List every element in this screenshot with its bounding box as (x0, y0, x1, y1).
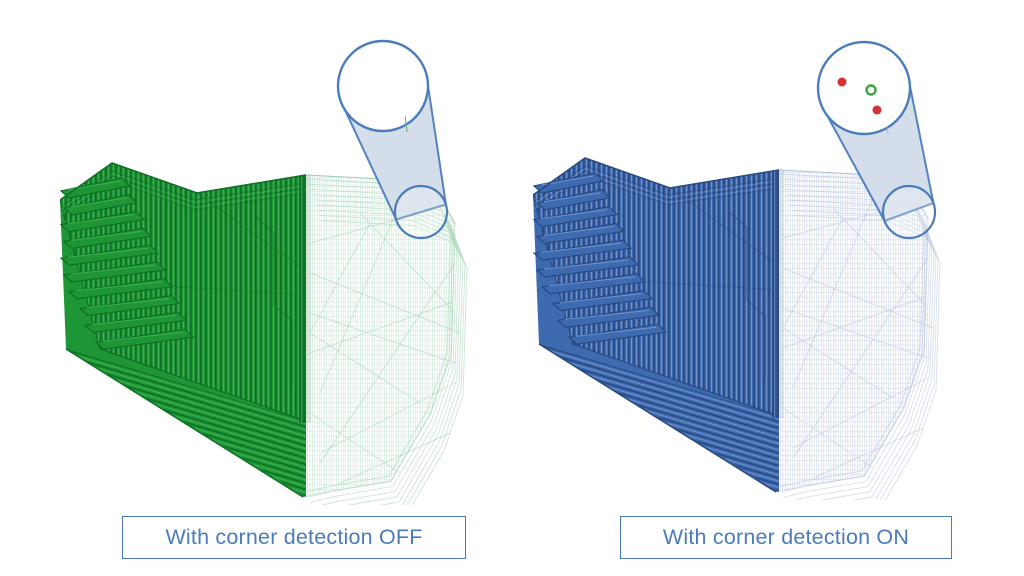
caption-corner-detection-off: With corner detection OFF (122, 516, 466, 559)
sliced-layer-stack (533, 157, 941, 500)
staircase-layer-edge (62, 194, 139, 216)
wire-layer-outline (321, 220, 468, 505)
travel-move-line (782, 407, 874, 469)
sliced-layer-stack (60, 162, 468, 505)
layer-stack-preview-on (533, 148, 943, 500)
travel-move-line (359, 212, 456, 314)
magnifier-callout-on (800, 32, 950, 248)
zoom-source-circle (881, 184, 937, 240)
travel-move-line (782, 217, 844, 329)
travel-move-line (319, 382, 456, 454)
travel-move-line (782, 267, 934, 329)
travel-move-line (792, 257, 929, 459)
lens-content (398, 97, 408, 133)
magnifier (816, 40, 937, 240)
travel-move-line (319, 202, 401, 394)
travel-move-line (339, 432, 451, 484)
magnifier-lens (816, 40, 912, 136)
travel-move-line (792, 377, 929, 449)
staircase-layer-edge (60, 210, 146, 233)
travel-move-line (309, 312, 456, 364)
magnifier-lens (336, 39, 430, 133)
solid-half (533, 157, 779, 493)
magnifier-callout-off (325, 32, 465, 248)
solid-half (60, 162, 306, 498)
travel-move-line (782, 297, 924, 349)
travel-move-line (309, 332, 421, 404)
wire-layer-outline (319, 214, 466, 505)
travel-move-line (812, 427, 924, 479)
missed-corner-marker (837, 77, 847, 87)
travel-move-line (309, 272, 461, 334)
wireframe-half (306, 174, 468, 505)
detected-corner-marker (865, 84, 877, 96)
wire-layer-outline (315, 204, 462, 505)
staircase-layer-edge (535, 189, 612, 211)
travel-move-line (832, 207, 929, 309)
missed-corner-marker (872, 105, 882, 115)
travel-move-line (319, 262, 456, 464)
layer-stack-preview-off (60, 153, 470, 505)
travel-move-line (309, 222, 371, 334)
travel-move-line (309, 302, 451, 354)
wire-layer-outline (794, 215, 941, 500)
travel-move-line (782, 327, 894, 399)
magnifier (336, 39, 449, 240)
zoom-source-circle (393, 184, 449, 240)
staircase-layer-edge (533, 205, 619, 228)
travel-move-line (792, 197, 874, 389)
travel-move-line (782, 307, 929, 359)
travel-move-line (309, 412, 401, 474)
caption-corner-detection-on: With corner detection ON (620, 516, 952, 559)
wire-layer-outline (792, 209, 939, 500)
wire-layer-outline (317, 209, 464, 505)
travel-move-line (782, 207, 894, 239)
